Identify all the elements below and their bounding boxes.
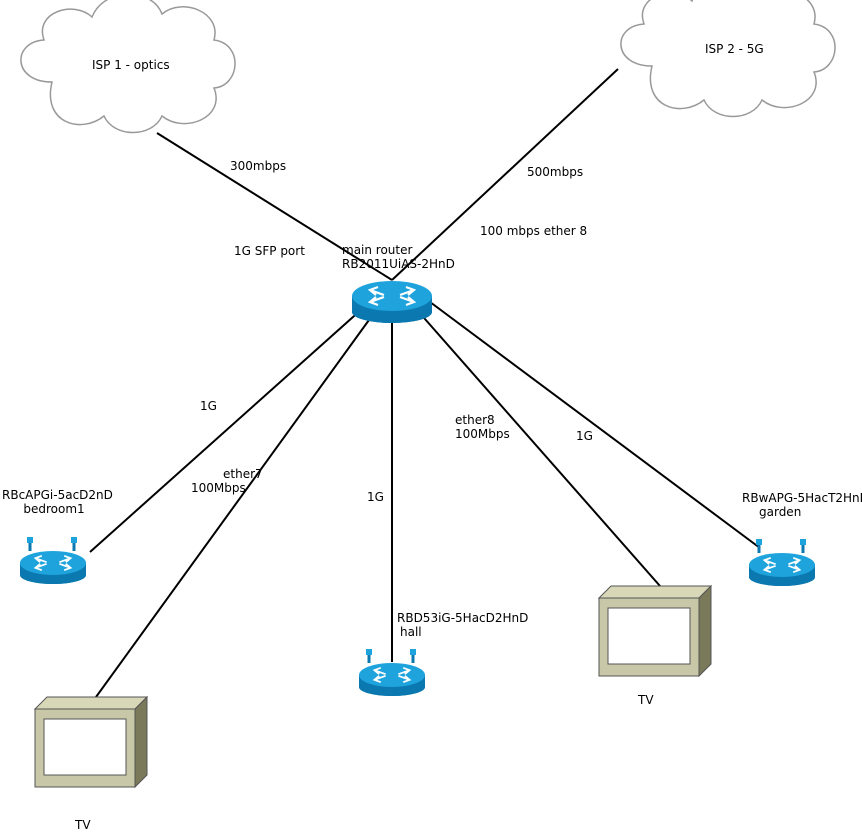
tv2-speed-label: 100Mbps <box>455 427 510 441</box>
isp1-cloud-icon <box>20 0 236 134</box>
link-bedroom <box>89 299 373 553</box>
link-tv2 <box>409 301 661 587</box>
hall-ap-location: hall <box>400 625 422 639</box>
bedroom-ap-model: RBcAPGi-5acD2nD <box>2 488 113 502</box>
garden-ap-location: garden <box>759 505 802 519</box>
bedroom-ap-label: RBcAPGi-5acD2nD bedroom1 <box>2 488 113 516</box>
hall-ap-label: RBD53iG-5HacD2HnD hall <box>397 611 528 639</box>
main-router-name: main router <box>342 243 413 257</box>
isp2-port-label: 100 mbps ether 8 <box>480 224 588 238</box>
tv2-label: TV <box>638 693 654 707</box>
bedroom-access-point-icon[interactable] <box>20 537 86 584</box>
isp1-speed-label: 300mbps <box>230 159 287 173</box>
main-router-model: RB2011UiAS-2HnD <box>342 257 455 271</box>
tv1-port-label: ether7 <box>223 467 263 481</box>
tv1-link-label: ether7 100Mbps <box>191 467 263 495</box>
link-tv1 <box>95 301 383 698</box>
isp2-cloud-icon <box>620 0 836 118</box>
bedroom-speed-label: 1G <box>200 399 217 413</box>
tv1-label: TV <box>75 818 91 832</box>
garden-ap-model: RBwAPG-5HacT2HnD <box>742 491 862 505</box>
hall-access-point-icon[interactable] <box>359 649 425 696</box>
link-isp2 <box>391 68 619 281</box>
link-isp1 <box>156 132 393 281</box>
hall-ap-model: RBD53iG-5HacD2HnD <box>397 611 529 625</box>
tv1-icon[interactable] <box>33 695 149 789</box>
garden-access-point-icon[interactable] <box>749 539 815 586</box>
isp2-speed-label: 500mbps <box>527 165 584 179</box>
tv2-link-label: ether8 100Mbps <box>455 413 510 441</box>
isp2-label: ISP 2 - 5G <box>705 42 764 56</box>
connection-lines <box>89 68 761 698</box>
hall-speed-label: 1G <box>367 490 384 504</box>
garden-ap-label: RBwAPG-5HacT2HnD garden <box>742 491 862 519</box>
tv1-speed-label: 100Mbps <box>191 481 246 495</box>
link-garden <box>421 295 761 549</box>
main-router-label: main router RB2011UiAS-2HnD <box>342 243 455 271</box>
main-router-icon[interactable] <box>352 281 432 323</box>
tv2-port-label: ether8 <box>455 413 495 427</box>
isp1-port-label: 1G SFP port <box>234 244 305 258</box>
garden-speed-label: 1G <box>576 429 593 443</box>
tv2-icon[interactable] <box>597 584 713 678</box>
bedroom-ap-location: bedroom1 <box>23 502 85 516</box>
isp1-label: ISP 1 - optics <box>92 58 170 72</box>
